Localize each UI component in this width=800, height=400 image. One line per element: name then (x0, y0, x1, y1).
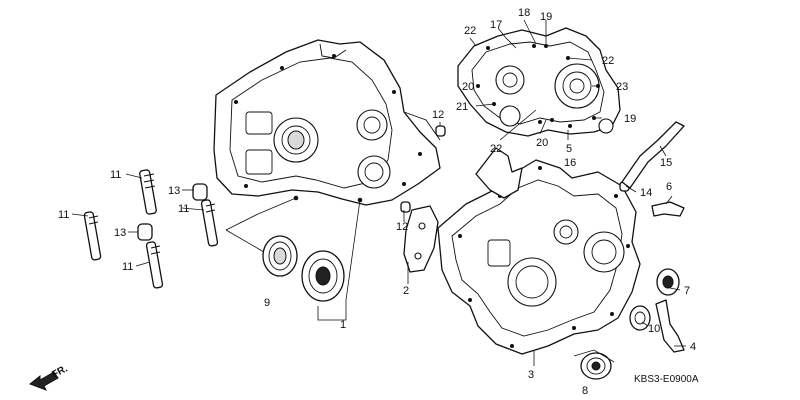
bracket-part-4 (655, 299, 685, 353)
right-crankcase (437, 159, 641, 355)
callout-11b: 11 (58, 209, 69, 221)
gasket-plate (475, 147, 523, 199)
callout-12a: 12 (432, 109, 444, 121)
callout-18: 18 (518, 7, 530, 19)
callout-labels: 1 2 3 4 5 6 7 8 9 10 11 11 11 11 12 12 1… (58, 7, 696, 397)
callout-7: 7 (684, 285, 690, 297)
callout-20b: 20 (536, 137, 548, 149)
dowel-pins (137, 125, 630, 241)
breather-tube-15 (621, 121, 685, 189)
oil-seal-part-7 (656, 268, 680, 296)
callout-13b: 13 (114, 227, 126, 239)
callout-16: 16 (564, 157, 576, 169)
callout-15: 15 (660, 157, 672, 169)
crank-bearing (301, 250, 345, 302)
callout-1: 1 (340, 319, 346, 331)
callout-13a: 13 (168, 185, 180, 197)
stud-bolts-11 (83, 169, 219, 289)
callout-17: 17 (490, 19, 502, 31)
front-direction-label: FR. (50, 363, 70, 380)
callout-11a: 11 (110, 169, 121, 181)
callout-20a: 20 (462, 81, 474, 93)
callout-11d: 11 (122, 261, 133, 273)
callout-11c: 11 (178, 203, 189, 215)
callout-19b: 19 (624, 113, 636, 125)
clip-part-6 (651, 201, 685, 217)
callout-22b: 22 (602, 55, 614, 67)
callout-10: 10 (648, 323, 660, 335)
callout-19a: 19 (540, 11, 552, 23)
callout-22a: 22 (464, 25, 476, 37)
bearing-part-9 (262, 235, 298, 277)
leader-lines (71, 19, 686, 366)
front-direction-arrow (29, 371, 59, 391)
callout-6: 6 (666, 181, 672, 193)
callout-9: 9 (264, 297, 270, 309)
callout-23: 23 (616, 81, 628, 93)
callout-2: 2 (403, 285, 409, 297)
left-crankcase (213, 39, 441, 206)
callout-14: 14 (640, 187, 652, 199)
callout-4: 4 (690, 341, 696, 353)
callout-3: 3 (528, 369, 534, 381)
callout-8: 8 (582, 385, 588, 397)
callout-21: 21 (456, 101, 468, 113)
callout-22c: 22 (490, 143, 502, 155)
right-crankcase-cover (457, 27, 621, 137)
bracket-part-2 (403, 205, 439, 273)
diagram-code: KBS3-E0900A (634, 374, 699, 385)
oil-seal-part-8 (580, 352, 612, 380)
callout-5: 5 (566, 143, 572, 155)
callout-12b: 12 (396, 221, 408, 233)
oil-seal-part-10 (629, 305, 651, 331)
